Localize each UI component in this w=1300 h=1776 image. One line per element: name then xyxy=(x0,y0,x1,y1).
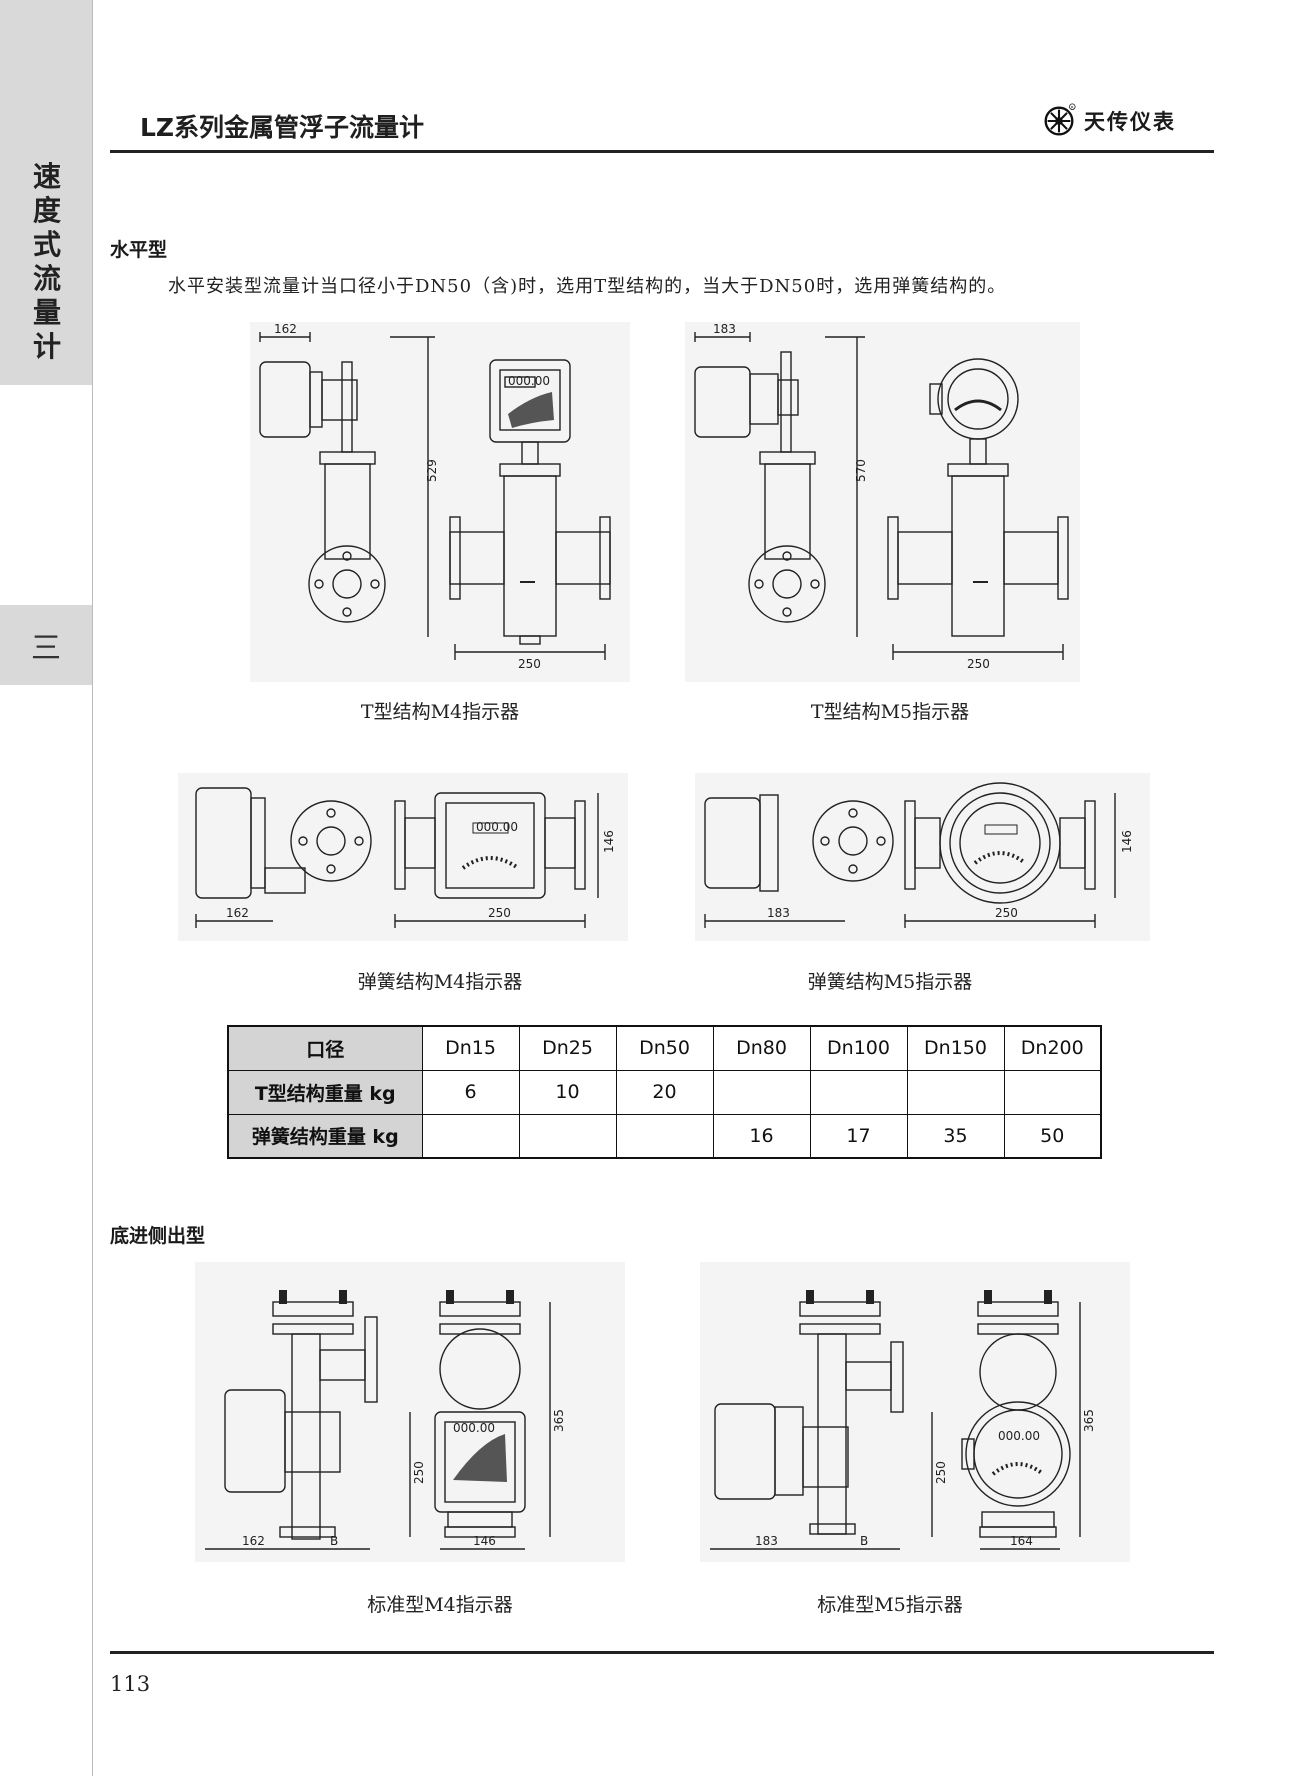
dim-width: 250 xyxy=(967,657,990,671)
side-divider xyxy=(92,0,93,1776)
indicator-readout: 000.00 xyxy=(508,374,550,388)
dim-width: 250 xyxy=(995,906,1018,920)
table-cell xyxy=(809,1069,908,1115)
table-cell xyxy=(906,1069,1005,1115)
table-column-header: Dn200 xyxy=(1003,1025,1102,1071)
brand-logo-icon: R xyxy=(1044,103,1076,136)
table-header-row: 口径 Dn15 Dn25 Dn50 Dn80 Dn100 Dn150 Dn200 xyxy=(227,1025,1102,1071)
caption-standard-m5: 标准型M5指示器 xyxy=(817,1594,963,1616)
dim-width: 250 xyxy=(488,906,511,920)
dim-h2: 365 xyxy=(1082,1409,1096,1432)
drawing-spring-m4: 162 250 146 000.00 xyxy=(195,787,616,928)
dim-h2: 365 xyxy=(552,1409,566,1432)
section-description: 水平安装型流量计当口径小于DN50（含)时，选用T型结构的，当大于DN50时，选… xyxy=(168,276,1007,297)
figure-t-type-m5: 183 570 250 xyxy=(685,322,1080,682)
drawing-t-type-m5: 183 570 250 xyxy=(694,322,1069,671)
table-cell xyxy=(1003,1069,1102,1115)
caption-spring-m5: 弹簧结构M5指示器 xyxy=(807,971,973,993)
dim-right: 146 xyxy=(473,1534,496,1548)
weight-table: 口径 Dn15 Dn25 Dn50 Dn80 Dn100 Dn150 Dn200… xyxy=(227,1025,1102,1159)
table-cell: 10 xyxy=(518,1069,617,1115)
table-cell: 17 xyxy=(809,1113,908,1159)
svg-text:R: R xyxy=(1071,104,1074,109)
dim-left: 183 xyxy=(767,906,790,920)
table-column-header: Dn50 xyxy=(615,1025,714,1071)
dim-left: 162 xyxy=(242,1534,265,1548)
chapter-number: 三 xyxy=(31,631,61,666)
header-rule xyxy=(110,150,1214,153)
indicator-readout: 000.00 xyxy=(453,1421,495,1435)
table-column-header: Dn25 xyxy=(518,1025,617,1071)
dim-mid: B xyxy=(330,1534,338,1548)
figure-spring-m5: 183 250 146 xyxy=(695,773,1150,941)
figure-standard-m4: 162 B 146 250 365 000.00 xyxy=(195,1262,625,1562)
table-column-header: Dn15 xyxy=(421,1025,520,1071)
dim-left: 162 xyxy=(226,906,249,920)
side-tab-chapter: 速度式流量计 xyxy=(0,0,92,385)
table-column-header: Dn100 xyxy=(809,1025,908,1071)
dim-top: 162 xyxy=(274,322,297,336)
figure-t-type-m4: 162 529 250 000.00 xyxy=(250,322,630,682)
figure-spring-m4: 162 250 146 000.00 xyxy=(178,773,628,941)
dim-right: 164 xyxy=(1010,1534,1033,1548)
table-cell xyxy=(518,1113,617,1159)
brand: R 天传仪表 xyxy=(1040,102,1176,140)
table-cell: 6 xyxy=(421,1069,520,1115)
page-title: LZ系列金属管浮子流量计 xyxy=(140,113,425,142)
caption-t-type-m4: T型结构M4指示器 xyxy=(360,701,520,723)
table-cell xyxy=(421,1113,520,1159)
page-number: 113 xyxy=(110,1672,151,1696)
dim-h1: 250 xyxy=(412,1461,426,1484)
table-header-label: 口径 xyxy=(227,1025,423,1071)
dim-height: 570 xyxy=(854,459,868,482)
caption-spring-m4: 弹簧结构M4指示器 xyxy=(357,971,523,993)
table-row: T型结构重量 kg 6 10 20 xyxy=(227,1069,1102,1115)
drawing-standard-m5: 183 B 164 250 365 000.00 xyxy=(710,1290,1096,1550)
dim-height: 529 xyxy=(425,459,439,482)
section-title-horizontal: 水平型 xyxy=(110,239,168,261)
table-column-header: Dn150 xyxy=(906,1025,1005,1071)
dim-left: 183 xyxy=(755,1534,778,1548)
dim-width: 250 xyxy=(518,657,541,671)
caption-standard-m4: 标准型M4指示器 xyxy=(367,1594,513,1616)
side-tab-label: 速度式流量计 xyxy=(32,160,61,363)
figure-standard-m5: 183 B 164 250 365 000.00 xyxy=(700,1262,1130,1562)
table-column-header: Dn80 xyxy=(712,1025,811,1071)
table-row-label: 弹簧结构重量 kg xyxy=(227,1113,423,1159)
table-cell: 20 xyxy=(615,1069,714,1115)
indicator-readout: 000.00 xyxy=(476,820,518,834)
caption-t-type-m5: T型结构M5指示器 xyxy=(810,701,970,723)
table-cell xyxy=(615,1113,714,1159)
table-cell: 16 xyxy=(712,1113,811,1159)
drawing-standard-m4: 162 B 146 250 365 000.00 xyxy=(205,1290,566,1550)
table-row-label: T型结构重量 kg xyxy=(227,1069,423,1115)
indicator-readout: 000.00 xyxy=(998,1429,1040,1443)
footer-rule xyxy=(110,1651,1214,1654)
brand-name: 天传仪表 xyxy=(1084,109,1176,134)
dim-height: 146 xyxy=(1120,830,1134,853)
table-row: 弹簧结构重量 kg 16 17 35 50 xyxy=(227,1113,1102,1159)
dim-h1: 250 xyxy=(934,1461,948,1484)
dim-top: 183 xyxy=(713,322,736,336)
table-cell: 50 xyxy=(1003,1113,1102,1159)
dim-height: 146 xyxy=(602,830,616,853)
table-cell xyxy=(712,1069,811,1115)
drawing-spring-m5: 183 250 146 xyxy=(704,782,1134,928)
section-title-bottom-side: 底进侧出型 xyxy=(110,1225,206,1247)
dim-mid: B xyxy=(860,1534,868,1548)
side-tab-chapter-number: 三 xyxy=(0,605,92,685)
drawing-t-type-m4: 162 529 250 000.00 xyxy=(259,322,611,671)
table-cell: 35 xyxy=(906,1113,1005,1159)
